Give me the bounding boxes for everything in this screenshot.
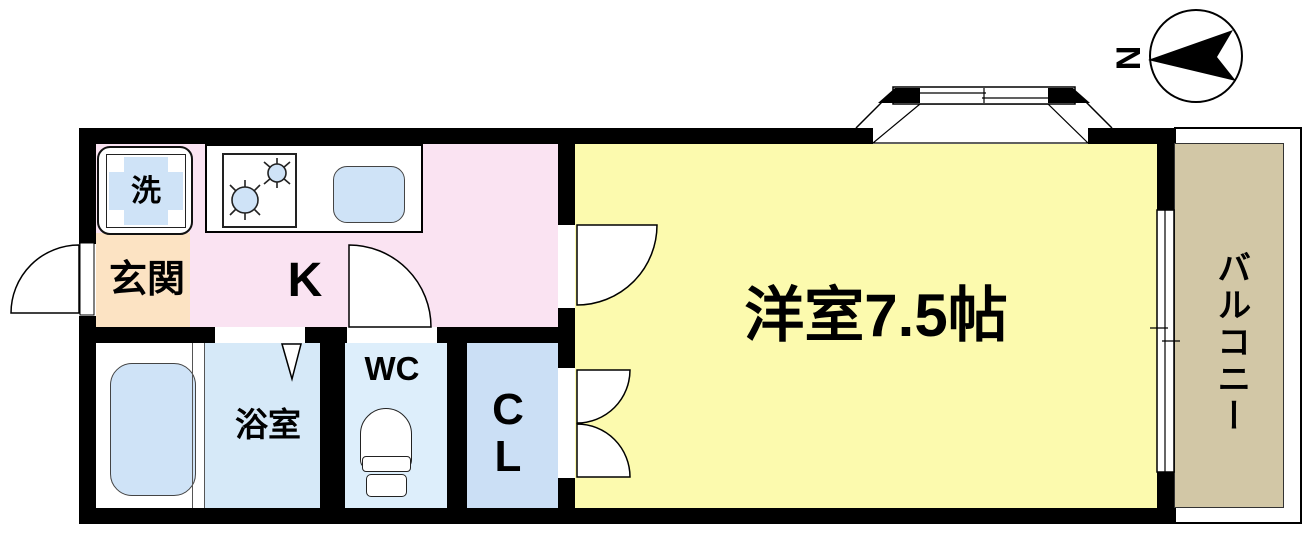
wall-left-lower <box>79 315 96 524</box>
main-room-floor <box>575 144 1157 508</box>
compass-arrow <box>1148 30 1236 81</box>
wall-right-lower <box>1157 472 1174 524</box>
bathroom-label: 浴室 <box>235 406 301 443</box>
wall-kitchen-main-upper <box>558 128 575 225</box>
entrance-label: 玄関 <box>108 259 185 301</box>
bathroom-door-opening <box>215 327 305 343</box>
toilet-seat <box>362 456 411 472</box>
closet-label-c: C <box>492 385 524 434</box>
washer-corner <box>168 210 183 225</box>
compass-circle <box>1149 9 1243 103</box>
bay-window-cap-left <box>878 88 920 103</box>
washer-corner <box>168 157 183 172</box>
wall-toilet-closet <box>447 343 467 508</box>
kitchen-sink <box>333 166 405 223</box>
bath-divider-line-1 <box>192 343 193 508</box>
compass-north-label: N <box>1110 46 1148 71</box>
toilet-tank <box>366 474 407 497</box>
closet-label: C L <box>468 386 548 480</box>
stove <box>222 153 297 228</box>
bay-window-alcove <box>871 103 1090 144</box>
wall-kitchen-main-mid <box>558 308 575 368</box>
closet-label-l: L <box>494 432 522 481</box>
closet-floor <box>467 343 558 508</box>
toilet-door-opening <box>347 327 437 343</box>
wall-kitchen-main-lower <box>558 478 575 508</box>
kitchen-label: K <box>287 254 323 307</box>
main-room-label: 洋室7.5帖 <box>744 282 1008 349</box>
bay-window-glass <box>892 86 1076 105</box>
bay-window-side-left-outer <box>855 87 897 129</box>
bay-window-side-right-outer <box>1071 87 1113 129</box>
balcony-label: バルコニー <box>1211 249 1250 435</box>
balcony-floor <box>1174 143 1284 508</box>
wall-mid-horizontal-1 <box>96 327 215 343</box>
bathtub <box>110 363 196 496</box>
wall-mid-horizontal-2 <box>305 327 347 343</box>
entrance-floor <box>96 233 190 327</box>
wall-bath-toilet <box>320 343 345 508</box>
entrance-door-swing <box>10 244 80 314</box>
washing-machine <box>109 157 183 225</box>
toilet-room-label: WC <box>364 350 420 387</box>
washer-corner <box>109 157 124 172</box>
bath-divider-line-2 <box>204 343 205 508</box>
wall-right-upper <box>1157 128 1174 210</box>
closet-door-opening <box>558 368 575 478</box>
washer-corner <box>109 210 124 225</box>
wall-mid-horizontal-3 <box>437 327 575 343</box>
main-room-door-opening <box>558 225 575 308</box>
wall-bottom <box>79 508 1174 524</box>
wall-top-left <box>79 128 873 144</box>
bay-window-cap-right <box>1048 88 1090 103</box>
washer-label: 洗 <box>131 175 161 208</box>
wall-left-upper <box>79 128 96 243</box>
wall-top-right <box>1088 128 1174 144</box>
